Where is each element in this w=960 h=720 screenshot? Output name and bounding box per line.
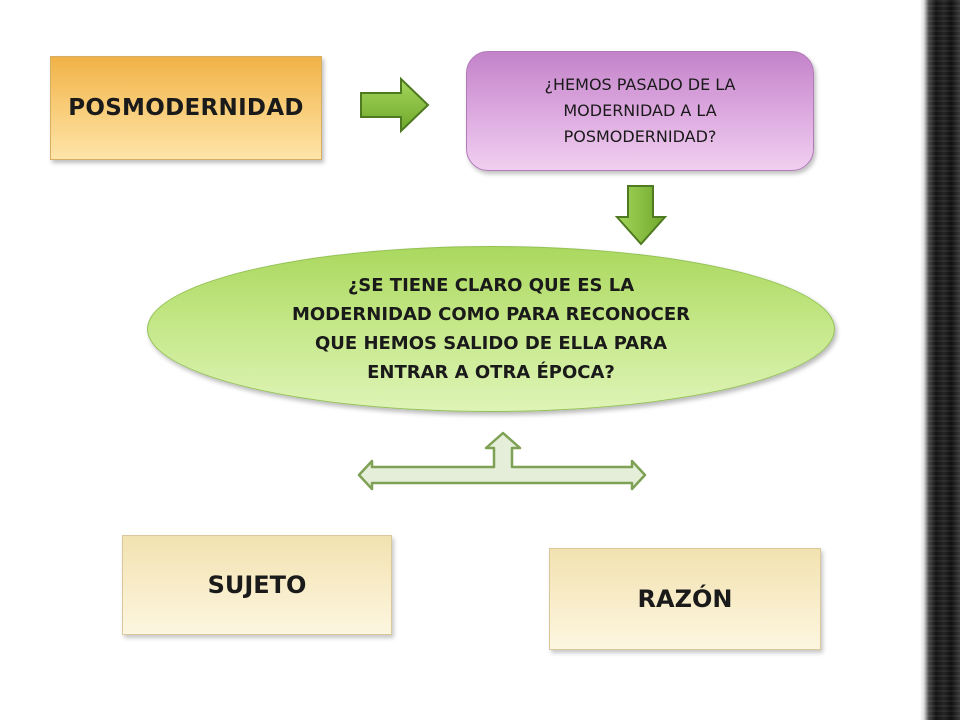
question-modernity-box: ¿HEMOS PASADO DE LA MODERNIDAD A LA POSM… [466, 51, 814, 171]
question-modernity-text: ¿HEMOS PASADO DE LA MODERNIDAD A LA POSM… [544, 75, 736, 146]
arrow-down [614, 185, 668, 246]
posmodernidad-box: POSMODERNIDAD [50, 56, 322, 160]
razon-label: RAZÓN [637, 585, 733, 613]
decorative-side-strip [920, 0, 960, 720]
arrow-right [360, 76, 430, 134]
razon-box: RAZÓN [549, 548, 821, 650]
sujeto-label: SUJETO [207, 571, 307, 599]
arrow-three-way [357, 431, 647, 491]
sujeto-box: SUJETO [122, 535, 392, 635]
posmodernidad-label: POSMODERNIDAD [68, 95, 304, 121]
question-epoch-text: ¿SE TIENE CLARO QUE ES LA MODERNIDAD COM… [291, 275, 691, 383]
question-epoch-ellipse: ¿SE TIENE CLARO QUE ES LA MODERNIDAD COM… [147, 246, 835, 412]
